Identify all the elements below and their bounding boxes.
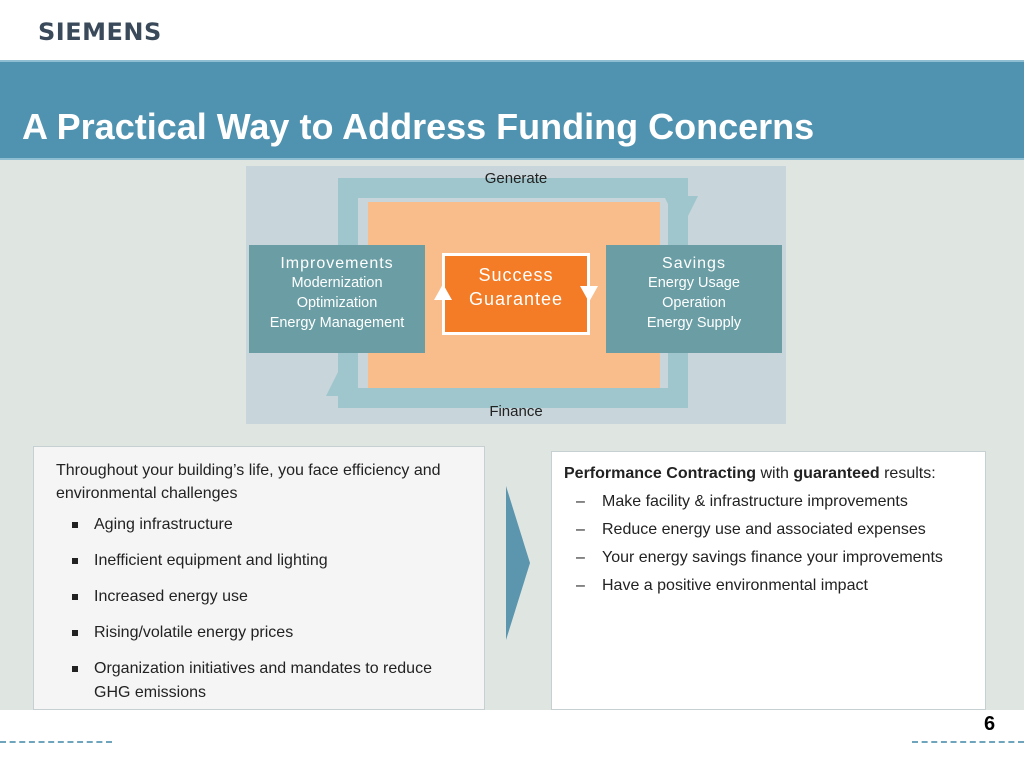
list-item: Organization initiatives and mandates to…	[56, 657, 464, 705]
challenges-panel: Throughout your building’s life, you fac…	[33, 446, 485, 710]
list-item: Rising/volatile energy prices	[56, 621, 464, 645]
list-item-text: Make facility & infrastructure improveme…	[602, 493, 908, 510]
siemens-logo: SIEMENS	[38, 18, 162, 46]
square-bullet-icon	[72, 522, 78, 528]
dash-bullet-icon: –	[576, 521, 585, 538]
challenges-list: Aging infrastructure Inefficient equipme…	[56, 513, 464, 705]
funding-cycle-diagram: Generate Finance Improvements Modernizat…	[246, 166, 786, 424]
square-bullet-icon	[72, 558, 78, 564]
list-item-text: Reduce energy use and associated expense…	[602, 521, 926, 538]
guarantee-line: Guarantee	[468, 289, 564, 309]
success-guarantee-box: Success Guarantee	[442, 253, 590, 335]
list-item: –Have a positive environmental impact	[564, 574, 975, 598]
list-item: Aging infrastructure	[56, 513, 464, 537]
footer-divider	[0, 741, 112, 743]
savings-item: Energy Supply	[646, 315, 742, 331]
improvements-heading: Improvements	[280, 255, 394, 272]
square-bullet-icon	[72, 666, 78, 672]
list-item-text: Increased energy use	[94, 588, 248, 605]
list-item: Increased energy use	[56, 585, 464, 609]
square-bullet-icon	[72, 630, 78, 636]
cycle-arrow-down-icon	[664, 196, 698, 230]
improvements-box: Improvements Modernization Optimization …	[249, 245, 425, 353]
chevron-right-icon	[506, 486, 530, 640]
list-item-text: Rising/volatile energy prices	[94, 624, 294, 641]
finance-label: Finance	[489, 403, 543, 420]
list-item: –Reduce energy use and associated expens…	[564, 518, 975, 542]
savings-item: Operation	[662, 295, 726, 311]
performance-contracting-text: Performance Contracting	[564, 465, 757, 482]
square-bullet-icon	[72, 594, 78, 600]
list-item-text: Aging infrastructure	[94, 516, 233, 533]
challenges-intro: Throughout your building’s life, you fac…	[56, 462, 441, 502]
savings-item: Energy Usage	[648, 275, 740, 291]
performance-contracting-panel: Performance Contracting with guaranteed …	[551, 451, 986, 710]
list-item-text: Inefficient equipment and lighting	[94, 552, 328, 569]
cycle-arrow-up-icon	[326, 362, 360, 396]
benefits-list: –Make facility & infrastructure improvem…	[564, 490, 975, 598]
arrow-down-icon	[580, 286, 598, 302]
footer-divider	[912, 741, 1024, 743]
savings-box: Savings Energy Usage Operation Energy Su…	[606, 245, 782, 353]
improvements-item: Modernization	[291, 275, 383, 291]
arrow-up-icon	[434, 284, 452, 300]
dash-bullet-icon: –	[576, 549, 585, 566]
list-item: Inefficient equipment and lighting	[56, 549, 464, 573]
performance-heading: Performance Contracting with guaranteed …	[564, 462, 975, 486]
list-item: –Make facility & infrastructure improvem…	[564, 490, 975, 514]
heading-connector: with	[756, 465, 794, 482]
savings-heading: Savings	[662, 255, 726, 272]
improvements-item: Optimization	[296, 295, 378, 311]
improvements-item: Energy Management	[269, 315, 405, 331]
dash-bullet-icon: –	[576, 493, 585, 510]
dash-bullet-icon: –	[576, 577, 585, 594]
list-item-text: Have a positive environmental impact	[602, 577, 868, 594]
list-item: –Your energy savings finance your improv…	[564, 546, 975, 570]
title-band: A Practical Way to Address Funding Conce…	[0, 60, 1024, 160]
slide-title: A Practical Way to Address Funding Conce…	[22, 106, 815, 147]
heading-end: results:	[879, 465, 936, 482]
success-line: Success	[478, 265, 554, 285]
list-item-text: Organization initiatives and mandates to…	[94, 660, 432, 701]
list-item-text: Your energy savings finance your improve…	[602, 549, 943, 566]
guaranteed-text: guaranteed	[793, 465, 880, 482]
generate-label: Generate	[484, 170, 548, 187]
page-number: 6	[984, 713, 996, 735]
